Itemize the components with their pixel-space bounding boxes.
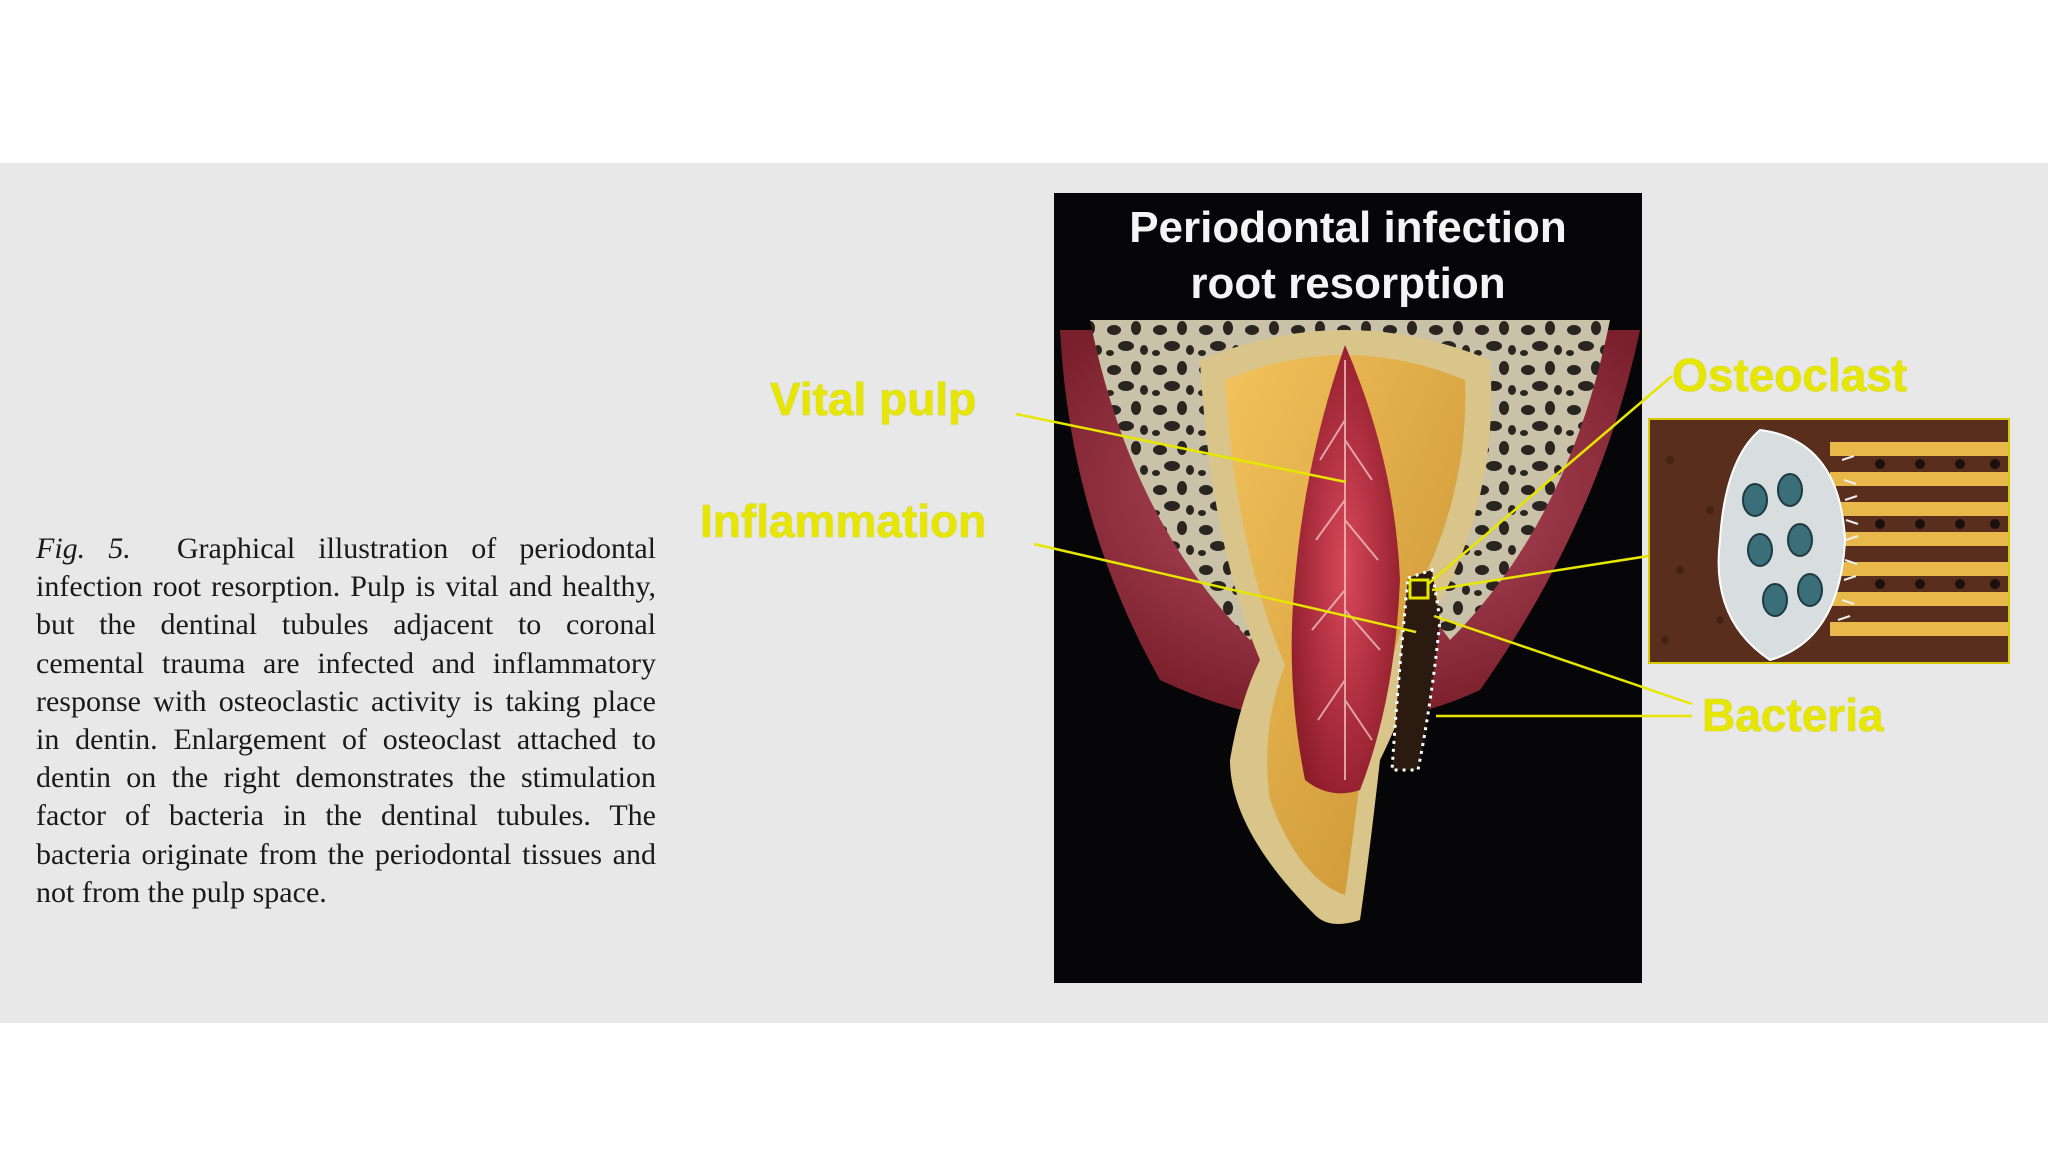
osteoclast-marker <box>1408 578 1430 600</box>
label-bacteria: Bacteria <box>1702 689 1884 741</box>
caption-text: Graphical illustration of periodontal in… <box>36 532 656 909</box>
diagram-title-line2: root resorption <box>1190 259 1506 308</box>
osteoclast-enlargement-art <box>1650 420 2008 662</box>
label-osteoclast: Osteoclast <box>1672 349 1908 401</box>
figure-caption: Fig. 5. Graphical illustration of period… <box>36 530 656 912</box>
dentinal-tubules <box>1830 442 2008 636</box>
ruffled-border <box>1837 455 1859 621</box>
diagram-title: Periodontal infection root resorption <box>1054 200 1642 312</box>
diagram-title-line1: Periodontal infection <box>1129 203 1567 252</box>
label-vital-pulp: Vital pulp <box>770 373 977 425</box>
osteoclast-nuclei <box>1742 473 1823 617</box>
figure-number: Fig. 5. <box>36 532 131 565</box>
label-inflammation: Inflammation <box>700 495 987 547</box>
pulp-vessels <box>1311 360 1381 780</box>
resorption-lesion <box>1390 568 1442 772</box>
osteoclast-enlargement <box>1648 418 2010 664</box>
